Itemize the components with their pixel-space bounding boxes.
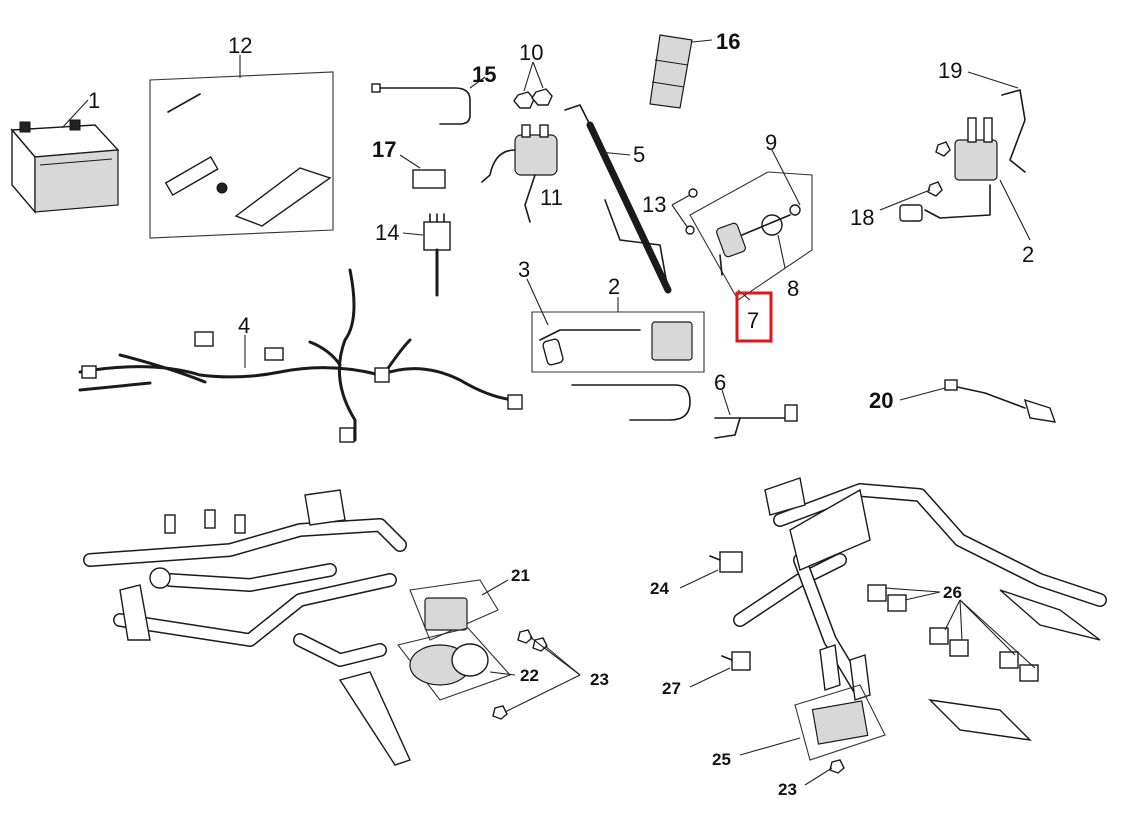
- starter-relay: [481, 124, 558, 223]
- callout-12: 12: [228, 33, 252, 58]
- callout-2a: 2: [608, 274, 620, 299]
- highlight-box-7: [735, 291, 773, 343]
- callout-27: 27: [662, 679, 681, 698]
- callout-24: 24: [650, 579, 669, 598]
- nuts-10: [513, 88, 553, 109]
- module-25: [794, 684, 886, 761]
- callout-1: 1: [88, 88, 100, 113]
- callout-11: 11: [540, 185, 563, 210]
- callout-3: 3: [518, 257, 530, 282]
- callout-6: 6: [714, 370, 726, 395]
- callout-20: 20: [869, 388, 893, 413]
- callout-17: 17: [372, 137, 396, 162]
- callout-5: 5: [633, 142, 645, 167]
- callout-7: 7: [747, 308, 759, 333]
- bolt-23-right: [829, 759, 845, 774]
- callout-23a: 23: [590, 670, 609, 689]
- cable-15: [371, 83, 471, 125]
- holder-16: [649, 34, 693, 109]
- switch-27: [721, 651, 751, 671]
- sensor-20: [944, 379, 1057, 423]
- callout-13: 13: [642, 192, 666, 217]
- callout-19: 19: [938, 58, 962, 83]
- label-17: [412, 169, 446, 189]
- connectors-26: [867, 584, 1039, 682]
- frame-assembly-right: [733, 477, 1107, 741]
- callout-2b: 2: [1022, 242, 1034, 267]
- callout-23b: 23: [778, 780, 797, 799]
- callout-4: 4: [238, 313, 250, 338]
- wire-harness: [78, 268, 523, 443]
- ignition-coil-frame: [531, 311, 705, 373]
- connector-14: [423, 213, 451, 297]
- cable-6: [571, 384, 798, 439]
- solenoid-21: [409, 579, 499, 641]
- callout-21: 21: [511, 566, 530, 585]
- fuse-kit-frame: [149, 71, 334, 239]
- callout-18: 18: [850, 205, 874, 230]
- callout-10: 10: [519, 40, 543, 65]
- callout-16: 16: [716, 29, 740, 54]
- callout-26: 26: [943, 583, 962, 602]
- callout-22: 22: [520, 666, 539, 685]
- callout-8: 8: [787, 276, 799, 301]
- switch-24: [709, 551, 743, 573]
- frame-assembly-left: [83, 489, 411, 766]
- switch-assembly: [685, 171, 813, 301]
- relay-22: [397, 627, 511, 701]
- battery: [10, 119, 120, 214]
- callout-9: 9: [765, 130, 777, 155]
- ignition-coil-right: [899, 89, 1026, 222]
- callout-15: 15: [472, 62, 496, 87]
- callout-25: 25: [712, 750, 731, 769]
- callout-14: 14: [375, 220, 399, 245]
